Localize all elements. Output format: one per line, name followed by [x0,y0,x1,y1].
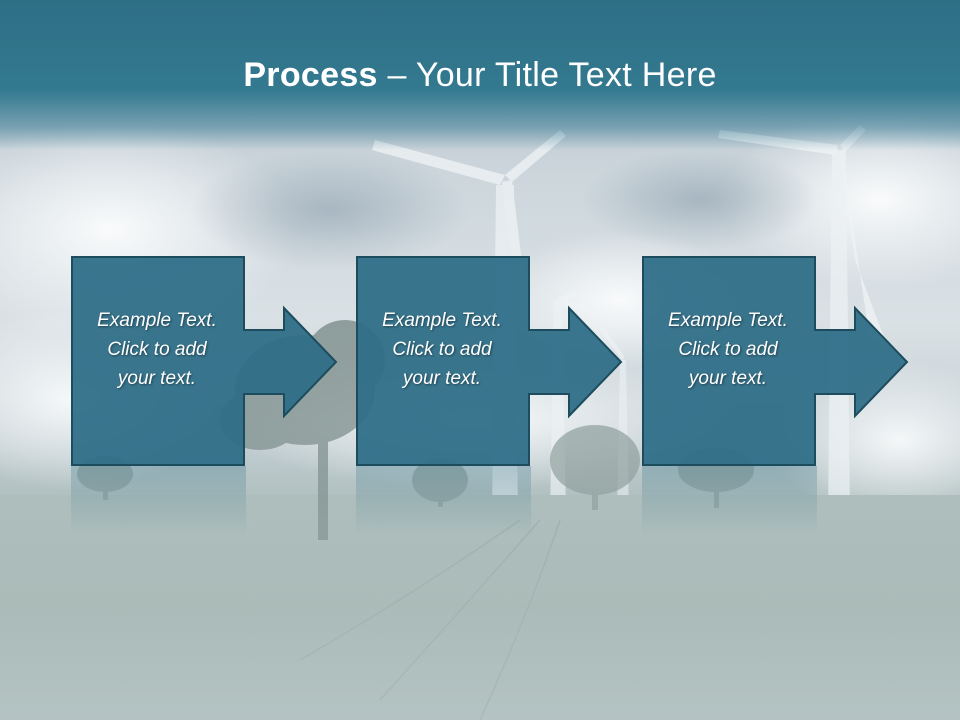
title-rest: – Your Title Text Here [377,56,717,94]
step-line-3: your text. [402,368,482,389]
process-step-1[interactable]: Example Text. Click to add your text. [71,256,411,466]
step-line-1: Example Text. [97,310,217,331]
process-step-2[interactable]: Example Text. Click to add your text. [356,256,696,466]
step-text[interactable]: Example Text. Click to add your text. [356,306,528,393]
title-bar [0,0,960,150]
step-line-2: Click to add [678,339,778,360]
slide-title[interactable]: Process – Your Title Text Here [0,52,960,98]
step-text[interactable]: Example Text. Click to add your text. [642,306,814,393]
step-line-3: your text. [117,368,197,389]
tree [412,458,468,507]
cloud [770,360,960,520]
step-reflection [356,466,531,536]
step-reflection [642,466,817,536]
cloud [190,150,470,270]
step-reflection [71,466,246,536]
arrow-callout-shape [356,256,623,466]
step-line-2: Click to add [107,339,207,360]
step-line-3: your text. [688,368,768,389]
title-bold: Process [243,56,378,94]
process-step-3[interactable]: Example Text. Click to add your text. [642,256,942,466]
arrow-callout-shape [71,256,338,466]
step-line-1: Example Text. [668,310,788,331]
arrow-callout-shape [642,256,909,466]
field-lines [299,519,561,720]
step-text[interactable]: Example Text. Click to add your text. [71,306,243,393]
step-line-2: Click to add [392,339,492,360]
tree [550,425,640,510]
step-line-1: Example Text. [382,310,502,331]
cloud [580,150,820,250]
